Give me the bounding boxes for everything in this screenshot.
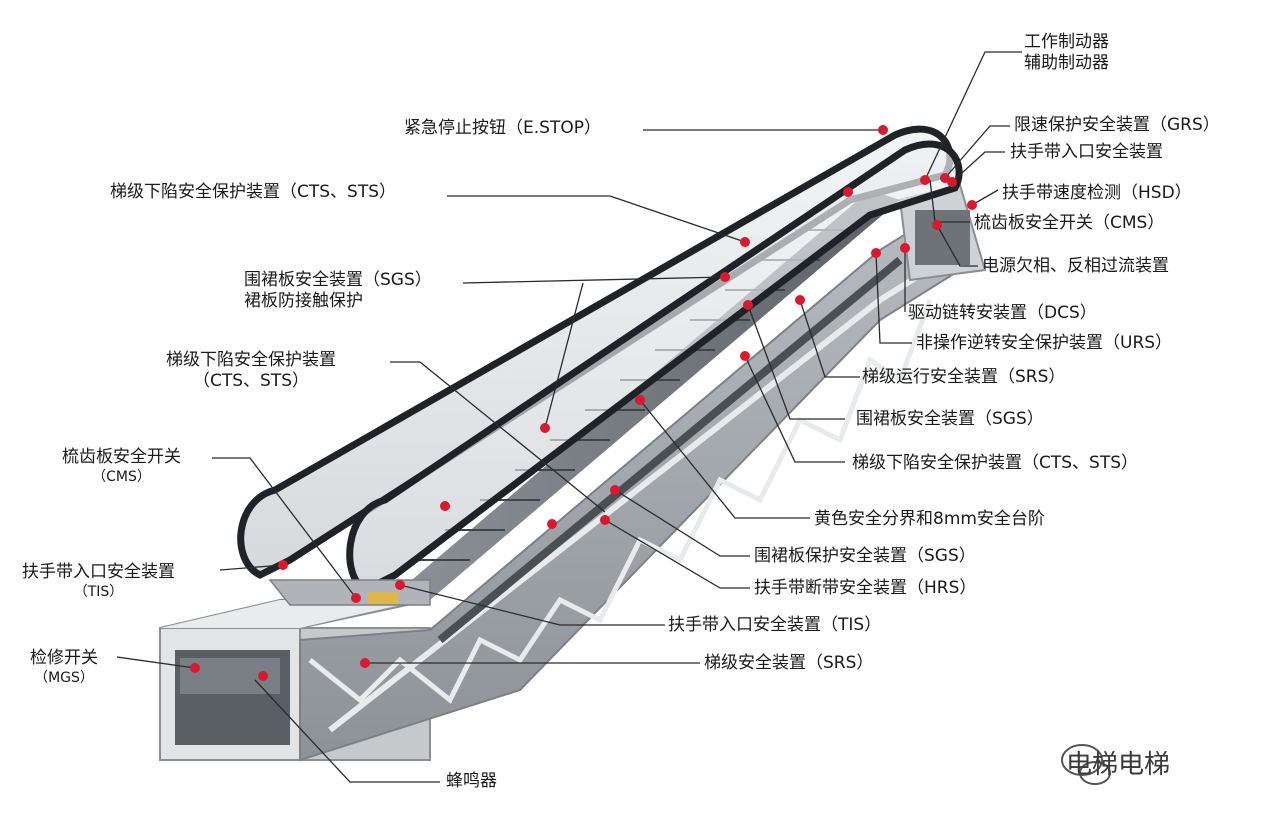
label-sgs-left: 围裙板安全装置（SGS） 裙板防接触保护 bbox=[244, 270, 432, 312]
marker-step bbox=[440, 501, 450, 511]
label-yellow: 黄色安全分界和8mm安全台阶 bbox=[814, 509, 1045, 529]
marker-skirt bbox=[540, 423, 550, 433]
marker-cms-low bbox=[351, 593, 361, 603]
wechat-icon bbox=[1061, 744, 1111, 785]
label-brake: 工作制动器 辅助制动器 bbox=[1024, 32, 1109, 74]
label-estop: 紧急停止按钮（E.STOP） bbox=[404, 118, 601, 138]
label-cms-left: 梳齿板安全开关 （CMS） bbox=[62, 447, 181, 486]
label-brake-line1: 工作制动器 bbox=[1024, 32, 1109, 52]
label-tis-left-line1: 扶手带入口安全装置 bbox=[22, 562, 175, 582]
label-tis-low: 扶手带入口安全装置（TIS） bbox=[668, 615, 882, 635]
label-sgs-right: 围裙板安全装置（SGS） bbox=[856, 409, 1044, 429]
watermark-text: 电梯电梯 bbox=[1066, 750, 1171, 780]
label-mgs-line1: 检修开关 bbox=[30, 648, 98, 668]
label-cts-mid-left-line2: （CTS、STS） bbox=[192, 371, 309, 391]
label-dcs: 驱动链转安装置（DCS） bbox=[908, 303, 1097, 323]
marker-sgs-guard bbox=[610, 485, 620, 495]
marker-estop bbox=[878, 125, 888, 135]
marker-mgs bbox=[190, 663, 200, 673]
marker-srs-run bbox=[795, 295, 805, 305]
label-cms-left-line2: （CMS） bbox=[92, 469, 151, 485]
label-mgs-line2: （MGS） bbox=[34, 670, 94, 686]
label-cts-top-left: 梯级下陷安全保护装置（CTS、STS） bbox=[110, 182, 397, 202]
label-sgs-left-line2: 裙板防接触保护 bbox=[244, 291, 363, 311]
marker-dcs bbox=[900, 243, 910, 253]
label-tis-left: 扶手带入口安全装置 （TIS） bbox=[22, 562, 175, 601]
label-mgs: 检修开关 （MGS） bbox=[30, 648, 98, 687]
marker-cts-top bbox=[843, 187, 853, 197]
marker-cts-mid bbox=[547, 519, 557, 529]
upper-landing bbox=[898, 183, 987, 282]
label-hsd: 扶手带速度检测（HSD） bbox=[1002, 183, 1192, 203]
balustrade-right bbox=[346, 140, 963, 594]
label-grs: 限速保护安全装置（GRS） bbox=[1014, 115, 1220, 135]
marker-sgs-right bbox=[743, 300, 753, 310]
label-sgs-left-line1: 围裙板安全装置（SGS） bbox=[244, 270, 432, 290]
label-srs-low: 梯级安全装置（SRS） bbox=[704, 653, 874, 673]
lower-entrance bbox=[268, 579, 431, 606]
marker-brake bbox=[920, 175, 930, 185]
label-tis-top: 扶手带入口安全装置 bbox=[1010, 142, 1163, 162]
marker-tis-low bbox=[395, 580, 405, 590]
label-cts-mid-left-line1: 梯级下陷安全保护装置 bbox=[166, 350, 336, 370]
marker-yellow bbox=[635, 395, 645, 405]
label-cts-mid-left: 梯级下陷安全保护装置 （CTS、STS） bbox=[166, 350, 336, 392]
label-sgs-guard: 围裙板保护安全装置（SGS） bbox=[754, 546, 976, 566]
marker-hrs bbox=[600, 515, 610, 525]
label-hrs: 扶手带断带安全装置（HRS） bbox=[754, 578, 977, 598]
label-cms-left-line1: 梳齿板安全开关 bbox=[62, 447, 181, 467]
marker-cts-left bbox=[740, 237, 750, 247]
marker-tis-top bbox=[947, 177, 957, 187]
leader-lines bbox=[116, 51, 1022, 783]
marker-cts-right bbox=[740, 351, 750, 361]
marker-urs bbox=[871, 248, 881, 258]
label-srs-run: 梯级运行安全装置（SRS） bbox=[862, 367, 1066, 387]
label-buzzer: 蜂鸣器 bbox=[446, 771, 497, 791]
marker-buzzer bbox=[258, 671, 268, 681]
label-tis-left-line2: （TIS） bbox=[73, 584, 124, 600]
marker-srs-low bbox=[360, 658, 370, 668]
label-cts-right: 梯级下陷安全保护装置（CTS、STS） bbox=[852, 453, 1139, 473]
label-urs: 非操作逆转安全保护装置（URS） bbox=[916, 333, 1173, 353]
marker-hsd bbox=[967, 200, 977, 210]
marker-cms-top bbox=[932, 220, 942, 230]
label-power: 电源欠相、反相过流装置 bbox=[982, 256, 1169, 276]
marker-dots bbox=[190, 125, 977, 681]
marker-tis-left bbox=[278, 560, 288, 570]
label-cms-top: 梳齿板安全开关（CMS） bbox=[974, 213, 1165, 233]
marker-sgs-left bbox=[720, 272, 730, 282]
label-brake-line2: 辅助制动器 bbox=[1024, 53, 1109, 73]
